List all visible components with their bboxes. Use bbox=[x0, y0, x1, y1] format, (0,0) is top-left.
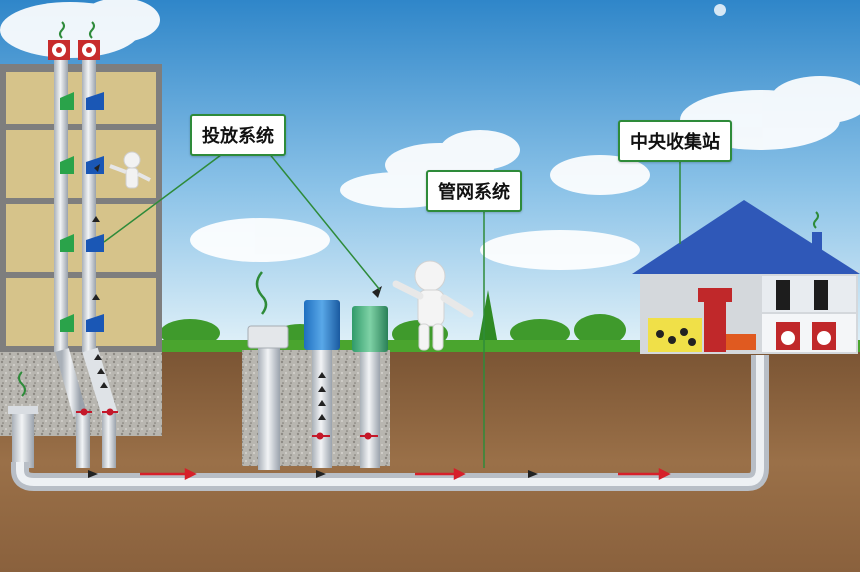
waste-bag-icon bbox=[92, 164, 100, 300]
fan-icon bbox=[48, 40, 100, 60]
outdoor-bin-green bbox=[352, 286, 388, 468]
valve-icon bbox=[312, 432, 378, 440]
outdoor-bin-blue bbox=[304, 300, 340, 468]
valve-icon bbox=[76, 408, 118, 416]
person-icon bbox=[392, 260, 474, 351]
main-pipe-highlight bbox=[16, 355, 764, 486]
chute-pipe bbox=[82, 347, 118, 418]
exhaust-icon bbox=[813, 211, 819, 229]
outdoor-inlet-gray bbox=[247, 271, 289, 470]
exhaust-icon bbox=[59, 21, 95, 39]
sun-glow bbox=[714, 4, 726, 16]
person-icon bbox=[109, 151, 151, 189]
exhaust-icon bbox=[255, 271, 268, 315]
chute-pipe bbox=[55, 348, 87, 417]
flow-arrow-icon bbox=[140, 467, 671, 481]
air-inlet-cap bbox=[8, 406, 38, 414]
chute-door-green bbox=[60, 92, 74, 332]
label-disposal-system: 投放系统 bbox=[190, 114, 286, 156]
chute-door-blue bbox=[86, 92, 104, 332]
waste-bag-icon bbox=[94, 354, 108, 388]
central-station-house bbox=[632, 200, 860, 354]
exhaust-icon bbox=[18, 371, 26, 397]
apartment-building bbox=[0, 21, 162, 352]
label-central-station: 中央收集站 bbox=[618, 120, 732, 162]
label-pipe-network-system: 管网系统 bbox=[426, 170, 522, 212]
air-inlet-pipe bbox=[12, 408, 34, 468]
callout-leaders bbox=[103, 151, 681, 468]
waste-bag-icon bbox=[88, 470, 538, 478]
fan-icon bbox=[776, 322, 836, 350]
riser-pipe bbox=[76, 412, 90, 468]
riser-pipe bbox=[102, 412, 116, 468]
